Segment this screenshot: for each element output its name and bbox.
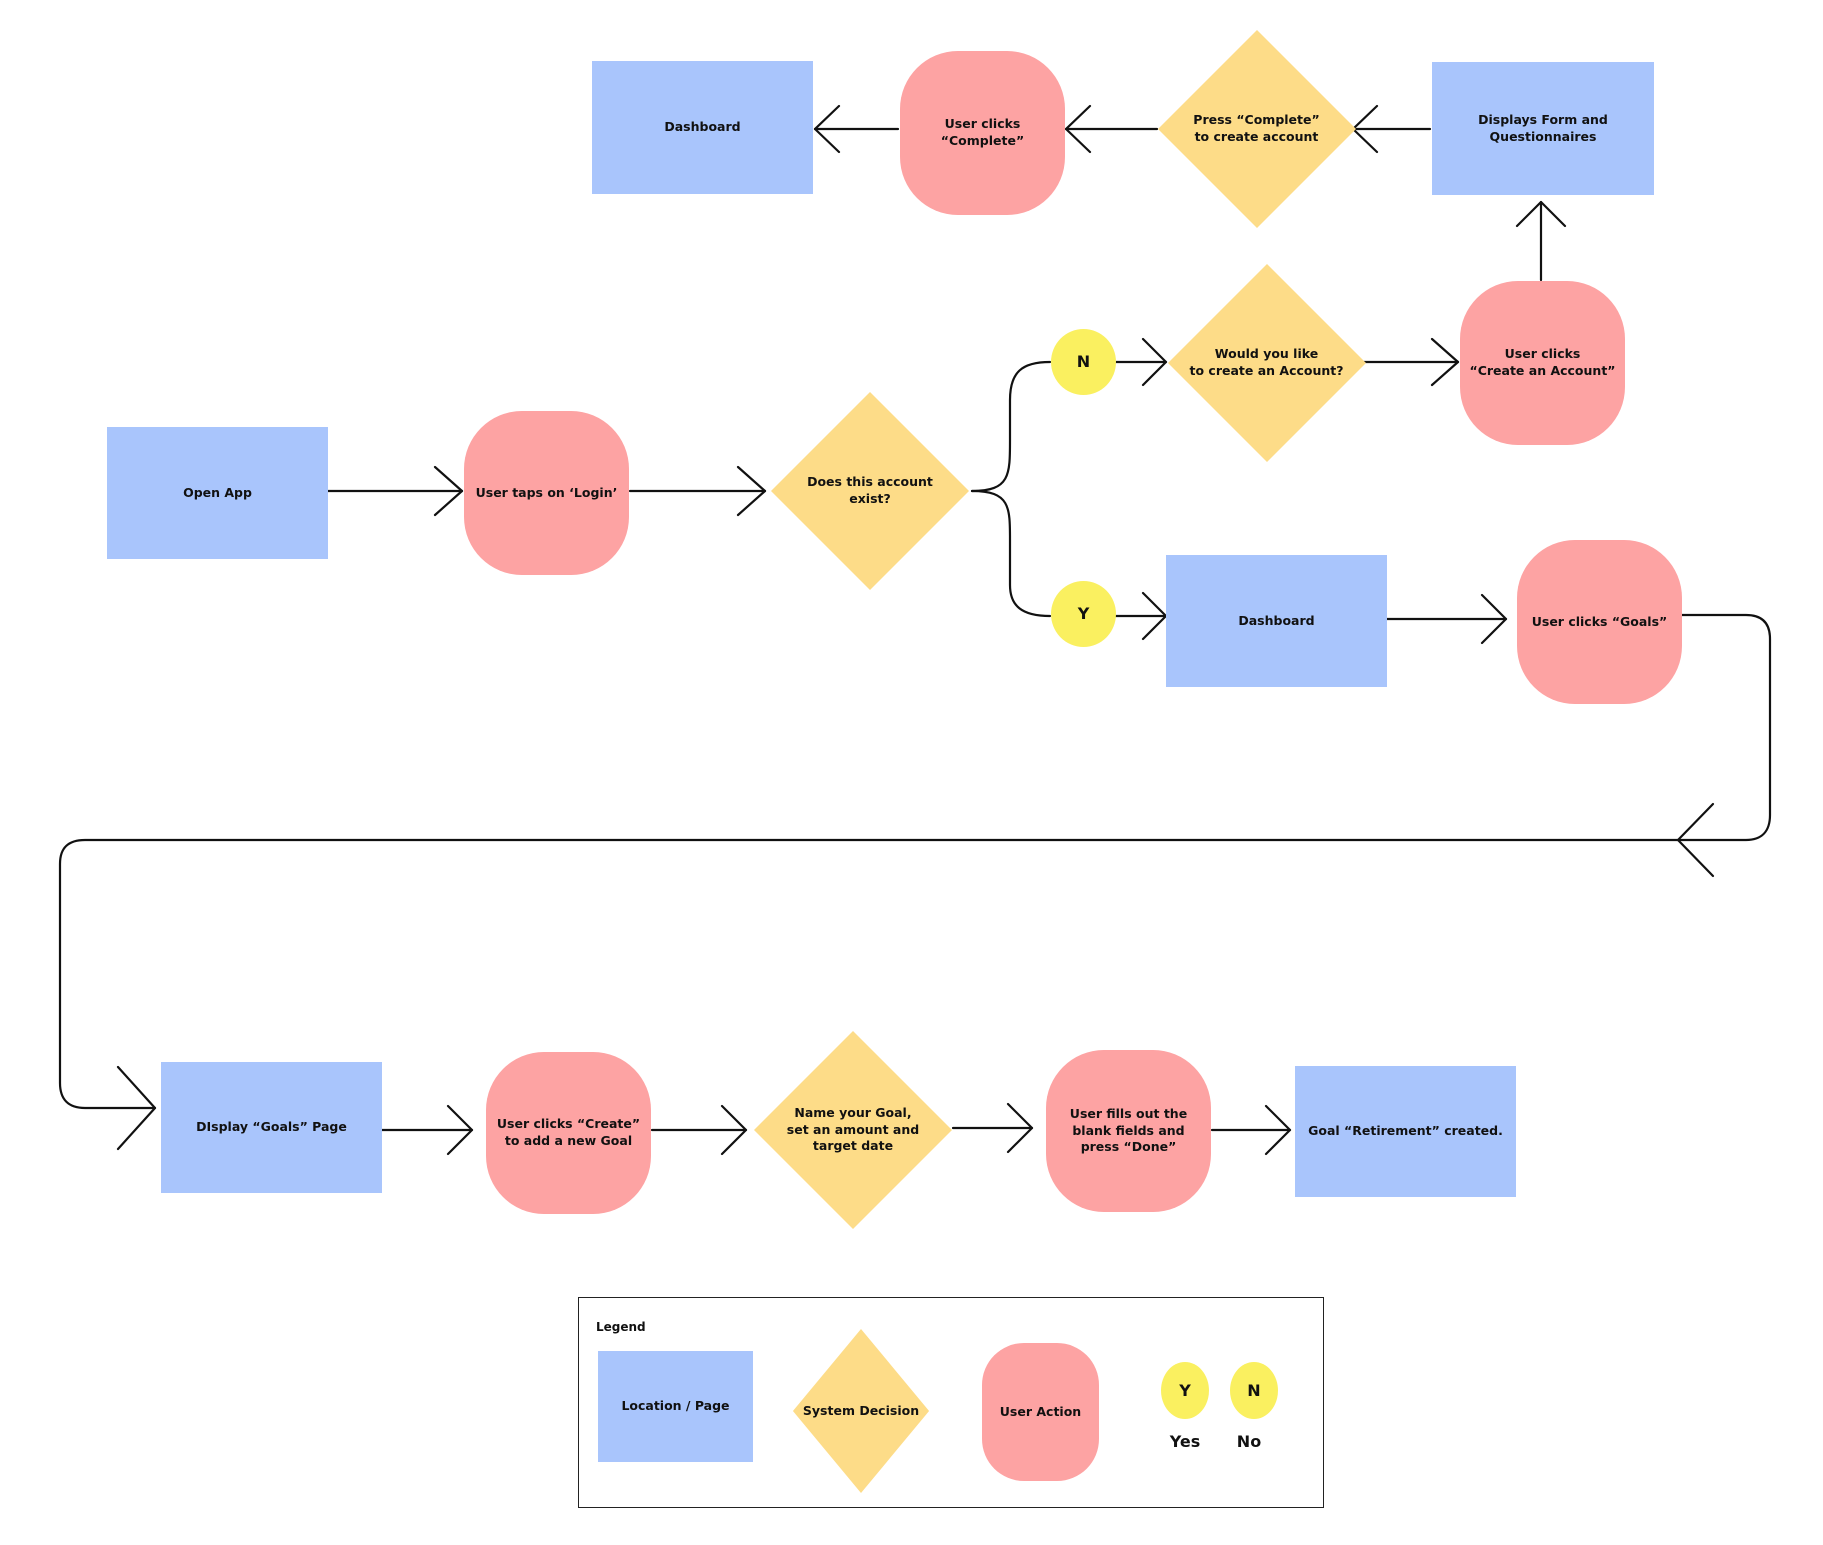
arrowhead: [1264, 1104, 1292, 1156]
legend-yes-badge-label: Y: [1179, 1380, 1191, 1400]
arrowhead: [720, 1104, 748, 1156]
account-exist-label: Does this account exist?: [807, 474, 933, 506]
legend-title: Legend: [596, 1320, 646, 1334]
legend-yes-badge: Y: [1161, 1362, 1209, 1419]
legend-system-decision: System Decision: [791, 1328, 931, 1494]
arrowhead: [1480, 593, 1508, 645]
yes-badge-label: Y: [1077, 604, 1090, 624]
legend-yes-caption: Yes: [1169, 1432, 1201, 1451]
account-exist-decision[interactable]: Does this account exist?: [771, 392, 969, 590]
legend-no-caption: No: [1236, 1432, 1262, 1451]
legend-no-badge: N: [1230, 1362, 1278, 1419]
press-complete-decision[interactable]: Press “Complete” to create account: [1157, 30, 1356, 228]
goal-created-node[interactable]: Goal “Retirement” created.: [1295, 1066, 1516, 1197]
create-account-question-label: Would you like to create an Account?: [1189, 346, 1344, 378]
arrowhead: [813, 104, 841, 154]
user-taps-login-node[interactable]: User taps on ‘Login’: [464, 411, 629, 575]
displays-form-node[interactable]: Displays Form and Questionnaires: [1432, 62, 1654, 195]
connector-goals-loop: [58, 613, 1772, 1110]
arrowhead: [1141, 337, 1168, 387]
legend: Legend Location / Page System Decision U…: [578, 1297, 1324, 1508]
legend-location-page: Location / Page: [598, 1351, 753, 1462]
arrowhead: [736, 465, 767, 517]
connector-decision-n: [970, 360, 1052, 493]
create-account-decision[interactable]: Would you like to create an Account?: [1167, 264, 1366, 462]
arrowhead: [1430, 337, 1460, 387]
no-badge: N: [1051, 329, 1116, 395]
dashboard-top-label: Dashboard: [664, 119, 741, 135]
user-clicks-complete-node[interactable]: User clicks “Complete”: [900, 51, 1065, 215]
user-fills-fields-node[interactable]: User fills out the blank fields and pres…: [1046, 1050, 1211, 1212]
open-app-node[interactable]: Open App: [107, 427, 328, 559]
displays-form-label: Displays Form and Questionnaires: [1478, 111, 1608, 144]
user-clicks-goals-node[interactable]: User clicks “Goals”: [1517, 540, 1682, 704]
arrowhead: [1515, 200, 1567, 228]
arrowhead: [433, 465, 464, 517]
no-badge-label: N: [1076, 352, 1091, 372]
user-clicks-create-node[interactable]: User clicks “Create” to add a new Goal: [486, 1052, 651, 1214]
legend-no-badge-label: N: [1247, 1380, 1261, 1400]
user-clicks-create-account-label: User clicks “Create an Account”: [1469, 346, 1616, 378]
goal-created-label: Goal “Retirement” created.: [1308, 1123, 1503, 1139]
legend-user-action: User Action: [982, 1343, 1099, 1481]
user-clicks-complete-label: User clicks “Complete”: [940, 116, 1025, 148]
open-app-label: Open App: [183, 484, 252, 500]
legend-user-action-label: User Action: [999, 1403, 1082, 1419]
name-goal-label: Name your Goal, set an amount and target…: [786, 1104, 920, 1154]
user-clicks-create-label: User clicks “Create” to add a new Goal: [496, 1116, 641, 1148]
arrowhead: [446, 1104, 474, 1156]
dashboard-mid-label: Dashboard: [1238, 612, 1315, 628]
user-fills-fields-label: User fills out the blank fields and pres…: [1069, 1105, 1188, 1155]
arrowhead: [1006, 1102, 1034, 1154]
dashboard-top-node[interactable]: Dashboard: [592, 61, 813, 194]
user-taps-login-label: User taps on ‘Login’: [475, 484, 618, 500]
yes-badge: Y: [1051, 581, 1116, 647]
display-goals-page-label: DIsplay “Goals” Page: [196, 1119, 347, 1135]
arrowhead: [116, 1065, 157, 1151]
arrowhead: [1064, 104, 1092, 154]
display-goals-page-node[interactable]: DIsplay “Goals” Page: [161, 1062, 382, 1193]
dashboard-mid-node[interactable]: Dashboard: [1166, 555, 1387, 687]
user-clicks-goals-label: User clicks “Goals”: [1531, 613, 1668, 629]
legend-system-decision-label: System Decision: [802, 1402, 920, 1418]
name-goal-decision[interactable]: Name your Goal, set an amount and target…: [754, 1031, 952, 1229]
connector-decision-y: [970, 489, 1052, 618]
arrowhead: [1676, 802, 1715, 878]
legend-location-page-label: Location / Page: [621, 1398, 730, 1414]
user-clicks-create-account-node[interactable]: User clicks “Create an Account”: [1460, 281, 1625, 445]
press-complete-label: Press “Complete” to create account: [1193, 112, 1320, 144]
